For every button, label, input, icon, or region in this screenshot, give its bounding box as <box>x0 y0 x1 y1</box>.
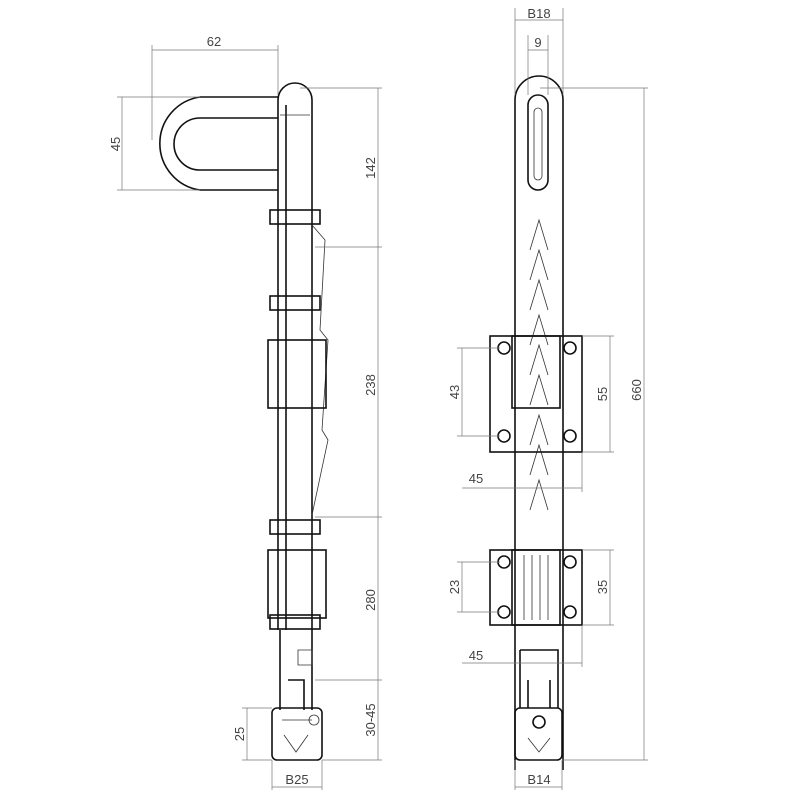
dim-upper-plate-height: 55 <box>595 387 610 401</box>
dim-handle-width: 62 <box>207 34 221 49</box>
lower-rod <box>279 630 313 710</box>
foot <box>271 707 323 761</box>
keeper-block <box>267 339 327 409</box>
foot <box>514 707 563 761</box>
dim-tube-diameter: B18 <box>527 6 550 21</box>
screw-hole <box>563 341 577 355</box>
dim-upper-plate-width: 45 <box>469 471 483 486</box>
dim-foot-height: 25 <box>232 727 247 741</box>
lever <box>311 224 329 516</box>
dim-total-length: 660 <box>629 379 644 401</box>
teeth <box>529 218 549 511</box>
dim-foot-diameter: B14 <box>527 772 550 787</box>
dim-upper-hole-spacing: 43 <box>447 385 462 399</box>
tube <box>514 75 564 770</box>
collar <box>269 209 321 225</box>
collar <box>269 614 321 630</box>
dim-lower-plate-height: 35 <box>595 580 610 594</box>
screw-hole <box>563 429 577 443</box>
front-view: B18 9 660 43 55 45 23 35 45 B14 <box>447 6 648 790</box>
dim-lower-hole-spacing: 23 <box>447 580 462 594</box>
slot <box>527 94 549 191</box>
dim-lower-plate-width: 45 <box>469 648 483 663</box>
u-handle <box>159 96 278 191</box>
screw-hole <box>563 555 577 569</box>
dim-segment-top: 142 <box>363 157 378 179</box>
collar <box>269 295 321 311</box>
collar <box>269 519 321 535</box>
keeper-block <box>267 549 327 619</box>
dim-segment-bottom: 30-45 <box>363 703 378 736</box>
lower-mounting-plate <box>489 549 583 626</box>
tube <box>277 82 313 630</box>
dim-slot-width: 9 <box>534 35 541 50</box>
dim-handle-height: 45 <box>108 137 123 151</box>
screw-hole <box>563 605 577 619</box>
side-view: 62 45 142 238 280 30-45 25 B25 <box>108 34 382 790</box>
dim-segment-lower: 280 <box>363 589 378 611</box>
dim-tube-diameter: B25 <box>285 772 308 787</box>
dim-segment-middle: 238 <box>363 374 378 396</box>
